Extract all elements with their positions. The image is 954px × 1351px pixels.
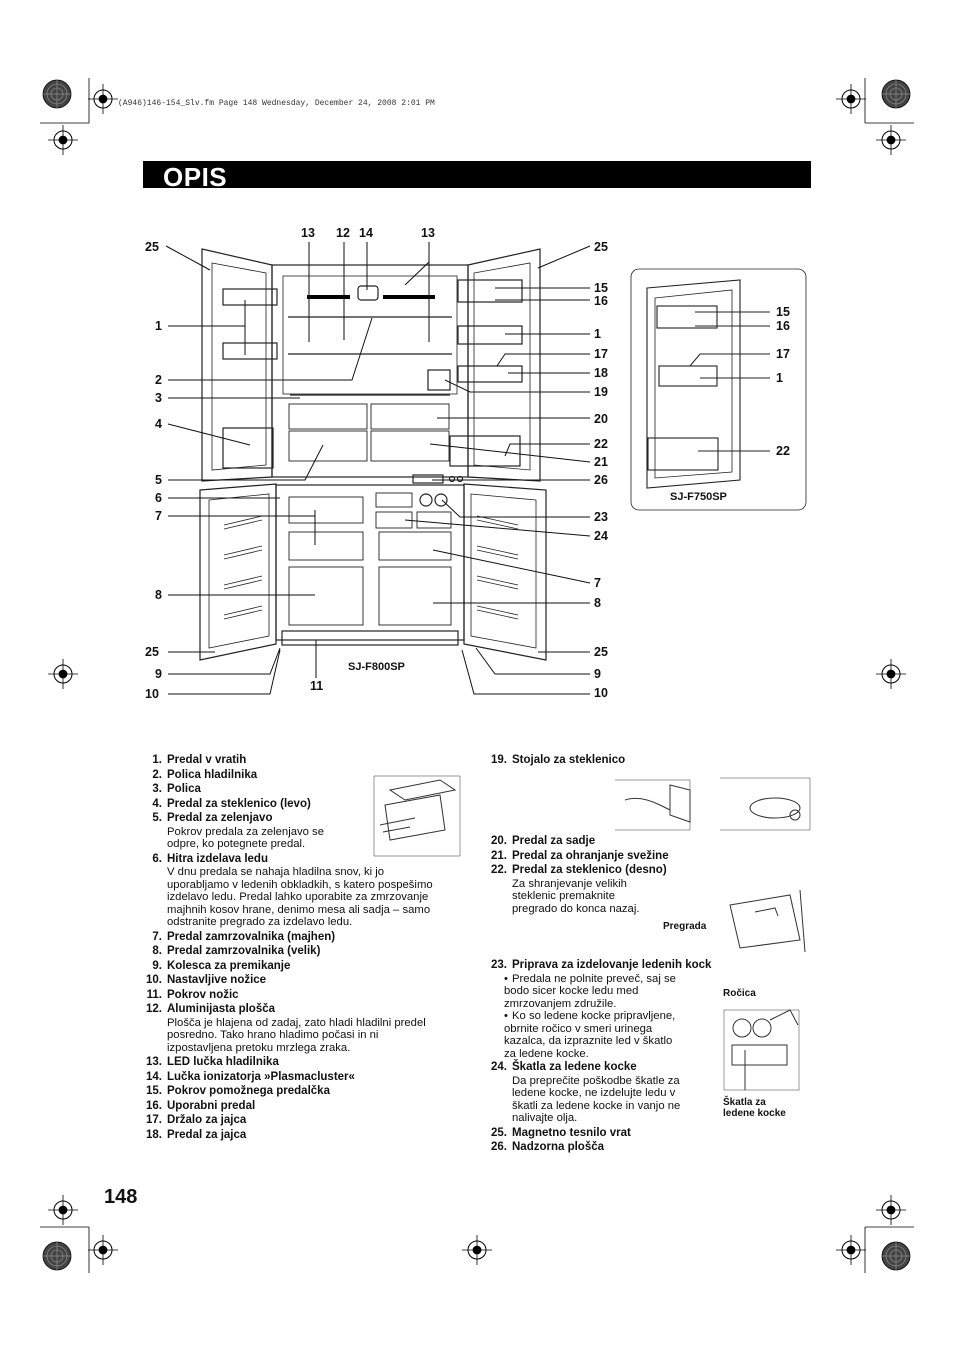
callout-25-left-top: 25 <box>145 240 159 254</box>
parts-list-right-23-26: 23.Priprava za izdelovanje ledenih kock … <box>486 958 746 1155</box>
callout-9-left: 9 <box>155 667 162 681</box>
list-item-24: 24.Škatla za ledene kocke <box>491 1061 637 1073</box>
list-item-15: 15.Pokrov pomožnega predalčka <box>146 1085 330 1097</box>
parts-list-left: 1.Predal v vratih 2.Polica hladilnika 3.… <box>141 753 471 1142</box>
callout-leader-lines <box>165 242 591 695</box>
list-item-12-desc: Plošča je hlajena od zadaj, zato hladi h… <box>167 1016 426 1054</box>
callout-8-left: 8 <box>155 588 162 602</box>
list-item-14: 14.Lučka ionizatorja »Plasmacluster« <box>146 1070 355 1083</box>
list-item-19: 19.Stojalo za steklenico <box>491 754 626 766</box>
list-item-22: 22.Predal za steklenico (desno) <box>491 864 667 876</box>
list-item-10: 10.Nastavljive nožice <box>146 974 267 986</box>
inset-callout-17: 17 <box>776 347 790 361</box>
list-item-20: 20.Predal za sadje <box>491 835 596 847</box>
callout-6: 6 <box>155 491 162 505</box>
list-item-6-desc: V dnu predala se nahaja hladilna snov, k… <box>167 866 433 928</box>
callout-16: 16 <box>594 294 608 308</box>
inset-callout-1: 1 <box>776 371 783 385</box>
inset-callout-15: 15 <box>776 305 790 319</box>
callout-20: 20 <box>594 412 608 426</box>
callout-10-right: 10 <box>594 686 608 700</box>
list-item-17: 17.Držalo za jajca <box>146 1114 247 1126</box>
list-item-1: 1.Predal v vratih <box>152 754 247 766</box>
bottle-stand-illustration <box>615 777 811 831</box>
label-ice-box-1: Škatla za <box>723 1095 766 1108</box>
callout-13-left: 13 <box>301 226 315 240</box>
fridge-diagram <box>199 248 547 661</box>
callout-numbers: 25 1 2 3 4 5 6 7 8 25 9 10 11 13 12 14 1… <box>145 226 608 701</box>
callout-25-right-bottom: 25 <box>594 645 608 659</box>
callout-26: 26 <box>594 473 608 487</box>
callout-19: 19 <box>594 385 608 399</box>
callout-21: 21 <box>594 455 608 469</box>
inset-callout-22: 22 <box>776 444 790 458</box>
callout-18: 18 <box>594 366 608 380</box>
callout-4: 4 <box>155 417 162 431</box>
inset-door-diagram <box>630 268 807 511</box>
list-item-25: 25.Magnetno tesnilo vrat <box>491 1126 631 1139</box>
parts-list-right-20-22: 20.Predal za sadje 21.Predal za ohranjan… <box>486 834 726 916</box>
callout-25-left-bottom: 25 <box>145 645 159 659</box>
callout-10-left: 10 <box>145 687 159 701</box>
inset-callout-16: 16 <box>776 319 790 333</box>
label-divider: Pregrada <box>663 921 707 932</box>
callout-9-right: 9 <box>594 667 601 681</box>
list-item-12: 12.Aluminijasta plošča <box>146 1003 276 1015</box>
ice-maker-illustration <box>723 1009 800 1091</box>
callout-12: 12 <box>336 226 350 240</box>
callout-1-left: 1 <box>155 319 162 333</box>
list-item-23: 23.Priprava za izdelovanje ledenih kock <box>491 959 712 971</box>
list-item-11: 11.Pokrov nožic <box>146 988 239 1001</box>
file-header-meta: (A946)146-154_Slv.fm Page 148 Wednesday,… <box>118 99 435 108</box>
callout-17: 17 <box>594 347 608 361</box>
label-handle: Ročica <box>723 988 756 999</box>
list-item-23-bullet-2: •Ko so ledene kocke pripravljene, obrnit… <box>504 1010 676 1060</box>
callout-2: 2 <box>155 373 162 387</box>
list-item-16: 16.Uporabni predal <box>146 1099 256 1112</box>
callout-24: 24 <box>594 529 608 543</box>
list-item-3: 3.Polica <box>152 783 201 795</box>
callout-8-right: 8 <box>594 596 601 610</box>
list-item-8: 8.Predal zamrzovalnika (velik) <box>152 945 321 957</box>
list-item-18: 18.Predal za jajca <box>146 1128 247 1141</box>
list-item-23-bullet-1: •Predala ne polnite preveč, saj se bodo … <box>504 972 676 1010</box>
callout-13-right: 13 <box>421 226 435 240</box>
vegetable-drawer-illustration <box>373 775 461 857</box>
list-item-2: 2.Polica hladilnika <box>152 768 258 781</box>
callout-15: 15 <box>594 281 608 295</box>
model-label-main: SJ-F800SP <box>348 661 405 673</box>
callout-7-left: 7 <box>155 509 162 523</box>
title-bar: OPIS <box>143 161 811 192</box>
callout-5: 5 <box>155 473 162 487</box>
page-number: 148 <box>104 1186 138 1208</box>
list-item-5: 5.Predal za zelenjavo <box>152 812 273 824</box>
callout-14: 14 <box>359 226 373 240</box>
list-item-6: 6.Hitra izdelava ledu <box>152 852 268 865</box>
callout-1-right: 1 <box>594 327 601 341</box>
callout-7-right: 7 <box>594 576 601 590</box>
list-item-7: 7.Predal zamrzovalnika (majhen) <box>152 930 336 943</box>
list-item-13: 13.LED lučka hladilnika <box>146 1056 279 1068</box>
label-ice-box-2: ledene kocke <box>723 1108 786 1119</box>
callout-23: 23 <box>594 510 608 524</box>
bottle-pocket-illustration <box>729 889 806 953</box>
callout-22: 22 <box>594 437 608 451</box>
list-item-9: 9.Kolesca za premikanje <box>152 959 291 972</box>
model-label-inset: SJ-F750SP <box>670 491 727 503</box>
page-title: OPIS <box>163 162 228 192</box>
list-item-21: 21.Predal za ohranjanje svežine <box>491 849 669 862</box>
callout-11: 11 <box>310 679 323 693</box>
callout-3: 3 <box>155 391 162 405</box>
registration-marks <box>40 78 914 1273</box>
list-item-4: 4.Predal za steklenico (levo) <box>152 797 311 810</box>
callout-25-right-top: 25 <box>594 240 608 254</box>
list-item-26: 26.Nadzorna plošča <box>491 1141 605 1153</box>
